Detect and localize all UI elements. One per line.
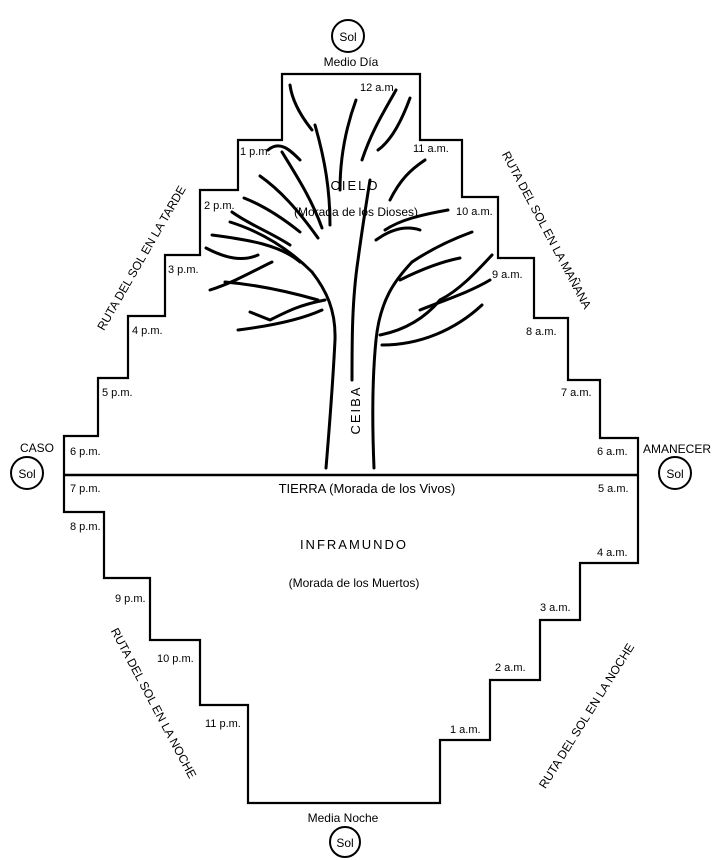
hour-7pm: 7 p.m. [70,483,101,495]
hour-6am: 6 a.m. [597,446,628,458]
sun-right-label: Sol [666,467,683,481]
sun-top-label: Sol [339,30,356,44]
sun-right-circle [658,456,692,490]
tree-trunk-left [310,270,337,470]
hour-8pm: 8 p.m. [70,521,101,533]
hour-10am: 10 a.m. [456,206,493,218]
midday-caption: Medio Día [324,55,379,69]
lower-pyramid [62,475,640,805]
branch [418,278,492,312]
branch [388,158,427,202]
branch [236,308,324,332]
branch [242,196,302,234]
hour-labels: 12 a.m. 11 a.m. 10 a.m. 9 a.m. 8 a.m. 7 … [70,82,629,736]
hour-5pm: 5 p.m. [102,387,133,399]
sun-top: Sol [331,19,365,53]
branch [383,208,450,232]
hour-2am: 2 a.m. [495,662,526,674]
inframundo-subtitle: (Morada de los Muertos) [289,576,420,590]
hour-5am: 5 a.m. [598,483,629,495]
hour-11am: 11 a.m. [413,143,449,155]
midnight-caption: Media Noche [308,811,379,825]
branch [360,88,398,162]
route-night-left-label: RUTA DEL SOL EN LA NOCHE [108,626,199,781]
branch [410,230,474,264]
sun-bottom-circle [329,826,361,858]
hour-9am: 9 a.m. [492,269,523,281]
hour-8am: 8 a.m. [526,326,557,338]
tree-trunk-right [371,260,414,470]
sun-bottom-label: Sol [336,836,353,850]
hour-10pm: 10 p.m. [157,653,194,665]
sun-left: Sol [10,456,44,490]
tree-trunk-center [350,178,372,382]
ceiba-tree-drawing [204,83,494,470]
branch [204,246,260,260]
branch [248,298,327,322]
ceiba-label: CEIBA [348,385,363,434]
branch [398,256,462,282]
hour-3pm: 3 p.m. [168,264,199,276]
branch [338,98,358,192]
route-afternoon-label: RUTA DEL SOL EN LA TARDE [94,183,188,332]
cielo-label: CIELO [330,178,379,193]
branch [288,83,314,132]
branch [313,123,332,227]
branch [208,260,274,292]
sun-bottom: Sol [329,826,361,858]
amanecer-caption: AMANECER [643,442,711,456]
hour-6pm: 6 p.m. [70,446,101,458]
hour-4pm: 4 p.m. [132,325,163,337]
branch [376,96,412,152]
branch [266,144,302,162]
route-morning-label: RUTA DEL SOL EN LA MAÑANA [499,149,594,311]
hour-9pm: 9 p.m. [115,593,146,605]
tierra-label: TIERRA (Morada de los Vivos) [279,481,456,496]
hour-4am: 4 a.m. [597,547,628,559]
branch [438,253,494,302]
branch [380,303,484,347]
caso-caption: CASO [20,441,54,455]
branch [223,280,320,302]
branch [280,150,324,230]
hour-12am: 12 a.m. [360,82,397,94]
stepped-pyramid-outline [62,72,640,805]
hour-1am: 1 a.m. [450,724,481,736]
branch [258,174,320,240]
inframundo-label: INFRAMUNDO [300,537,408,552]
sun-left-label: Sol [18,467,35,481]
cielo-subtitle: (Morada de los Dioses) [294,205,418,219]
branch [374,226,422,242]
route-night-right-label: RUTA DEL SOL EN LA NOCHE [536,641,637,791]
sun-top-circle [331,19,365,53]
hour-3am: 3 a.m. [540,602,571,614]
branch [228,220,314,274]
branch [210,233,302,264]
branch [230,210,292,247]
hour-11pm: 11 p.m. [205,718,241,730]
upper-pyramid [62,72,640,475]
hour-7am: 7 a.m. [561,387,592,399]
sun-right: Sol [658,456,692,490]
hour-2pm: 2 p.m. [204,200,235,212]
hour-1pm: 1 p.m. [240,146,271,158]
sun-left-circle [10,456,44,490]
